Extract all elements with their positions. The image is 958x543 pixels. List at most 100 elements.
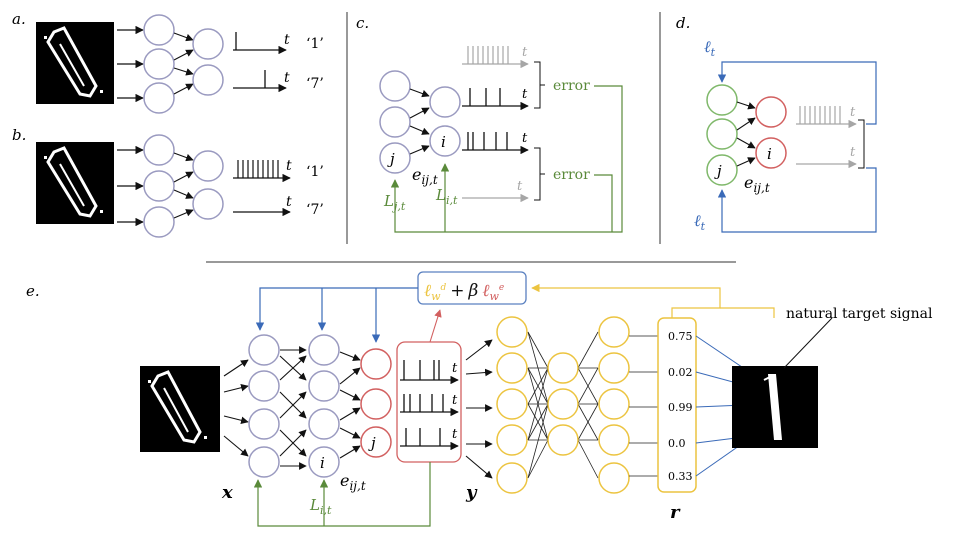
time-label: t [284,70,290,86]
output-label-7: ‘7’ [306,76,324,92]
readout-value: 0.75 [668,330,693,343]
neuron [547,352,579,384]
readout-box [657,317,697,493]
neuron [192,64,224,96]
neuron [143,48,175,80]
panel-d-label: d. [676,14,690,32]
spike-train-box [396,341,462,463]
readout-value: 0.0 [668,437,686,450]
neuron [547,388,579,420]
neuron [308,370,340,402]
neuron-i-label: i [441,133,446,151]
digit-image-a [36,22,114,104]
eligibility-trace-label: eij,t [744,173,770,195]
readout-value: 0.02 [668,366,693,379]
output-label-1: ‘1’ [306,36,324,52]
time-label: t [452,361,458,376]
time-label: t [286,194,292,210]
time-label: t [522,131,528,146]
time-label: t [850,145,856,160]
digit-image-b [36,142,114,224]
neuron [547,424,579,456]
neuron-i [429,125,461,157]
time-label: t [522,45,528,60]
neuron [496,352,528,384]
time-label: t [452,393,458,408]
eligibility-trace-label: eij,t [340,471,366,493]
target-signal-label: natural target signal [786,306,933,322]
neuron [598,424,630,456]
neuron-i [755,137,787,169]
loss-top: ℓt [704,37,716,59]
learning-signal-j: Lj,t [383,192,406,213]
time-label: t [522,87,528,102]
neuron [379,106,411,138]
neuron [379,70,411,102]
neuron [248,408,280,440]
eligibility-trace-label: eij,t [412,165,438,187]
learning-signal-i: Li,t [435,186,458,207]
neuron-j [360,426,392,458]
time-label: t [517,179,523,194]
neuron [248,370,280,402]
error-label: error [553,78,590,94]
neuron [360,348,392,380]
panel-a-label: a. [12,10,26,28]
error-label: error [553,167,590,183]
panel-c-label: c. [356,14,369,32]
output-label-1: ‘1’ [306,164,324,180]
panel-e-label: e. [26,282,40,300]
panel-b-label: b. [12,126,26,144]
loss-bottom: ℓt [694,211,706,233]
input-label: x [221,482,233,503]
neuron-i-label: i [767,145,772,163]
neuron [143,134,175,166]
neuron [755,96,787,128]
neuron [143,82,175,114]
neuron-j-label: j [368,434,376,452]
panel-d: d. ℓt j i eij,t t t ℓt [676,14,877,233]
neuron [192,188,224,220]
time-label: t [452,427,458,442]
output-label: y [465,482,478,503]
neuron [308,408,340,440]
neuron [598,352,630,384]
neuron [598,316,630,348]
readout-value: 0.33 [668,470,693,483]
neuron-j-label: j [387,150,395,168]
neuron-i-label: i [320,454,325,472]
neuron-j-label: j [714,162,722,180]
neuron [143,206,175,238]
neuron [706,84,738,116]
neuron [248,446,280,478]
panel-c: c. j i eij,t t t t t error [356,14,623,233]
neuron [308,334,340,366]
neuron [143,14,175,46]
neuron [360,388,392,420]
neuron [496,316,528,348]
output-label-7: ‘7’ [306,202,324,218]
readout-value: 0.99 [668,401,693,414]
neuron-j [379,142,411,174]
time-label: t [284,32,290,48]
neuron [496,424,528,456]
panel-b: b. t t ‘1’ ‘7’ [12,126,324,238]
neuron [598,462,630,494]
neuron [192,150,224,182]
learning-signal: Li,t [309,496,332,517]
neuron [496,462,528,494]
neuron [706,118,738,150]
readout-label: r [670,502,681,523]
target-image [732,366,818,448]
neuron [248,334,280,366]
neuron [192,28,224,60]
neuron-j [706,154,738,186]
time-label: t [850,105,856,120]
neuron [143,170,175,202]
neuron [429,86,461,118]
panel-a: a. t t ‘1’ ‘7’ [12,10,324,114]
digit-image-e [140,366,220,452]
neuron [496,388,528,420]
